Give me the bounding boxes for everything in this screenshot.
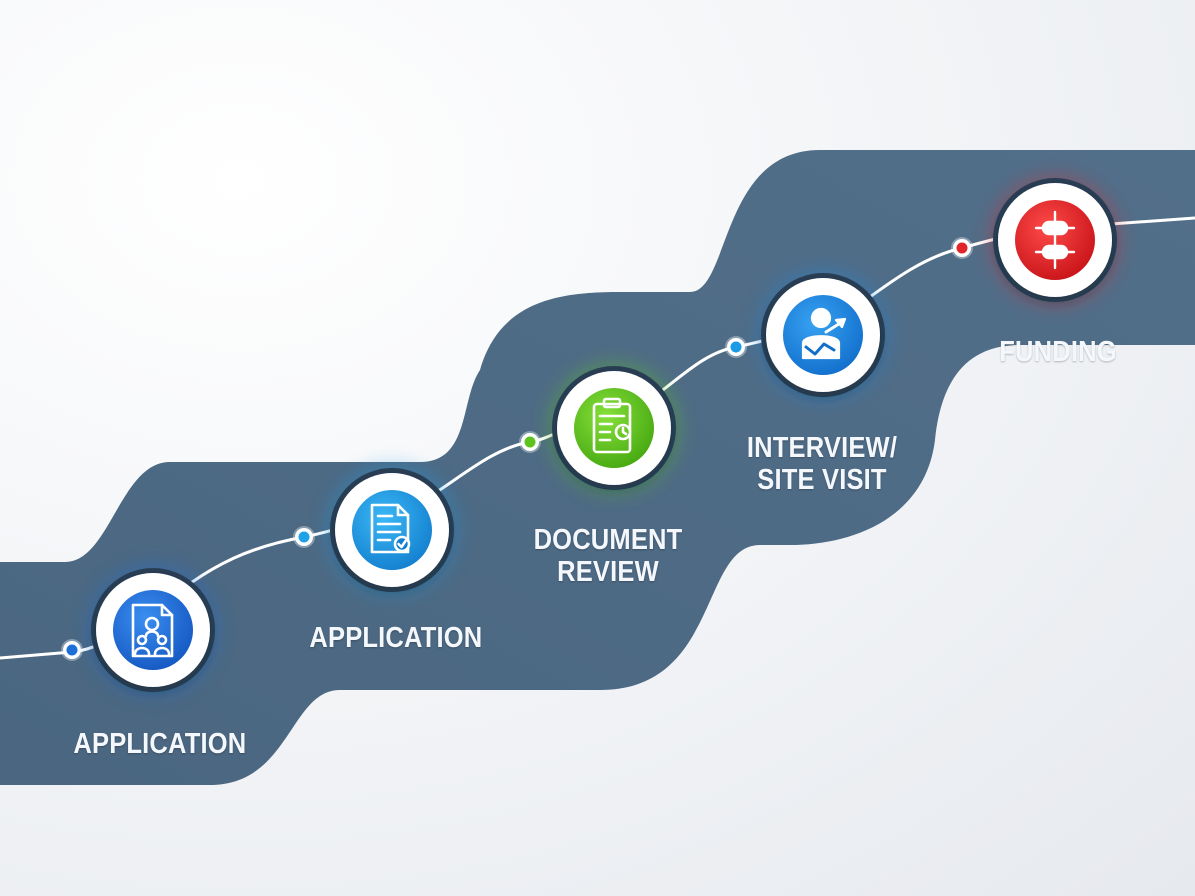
- connector-dot: [61, 639, 83, 661]
- stage-label-document-review: DOCUMENT REVIEW: [533, 524, 683, 588]
- interview-person-icon: [801, 307, 847, 360]
- connector-dot: [951, 237, 973, 259]
- applicant-profile-icon: [131, 603, 174, 658]
- stage-node-funding: [989, 174, 1121, 306]
- connector-dot: [725, 336, 747, 358]
- stage-label-application: APPLICATION: [73, 728, 247, 760]
- stage-label-interview-site-visit: INTERVIEW/ SITE VISIT: [746, 432, 898, 496]
- stage-label-application-2: APPLICATION: [309, 622, 483, 654]
- connector-dot: [293, 526, 315, 548]
- funding-icon: [1034, 210, 1076, 270]
- document-check-icon: [370, 503, 411, 554]
- stage-node-application-2: [326, 464, 458, 596]
- stage-node-application: [87, 564, 219, 696]
- clipboard-review-icon: [592, 397, 632, 454]
- stage-node-document-review: [548, 362, 680, 494]
- connector-dot: [519, 431, 541, 453]
- stage-node-interview-site-visit: [757, 269, 889, 401]
- stage-label-funding: FUNDING: [999, 336, 1117, 368]
